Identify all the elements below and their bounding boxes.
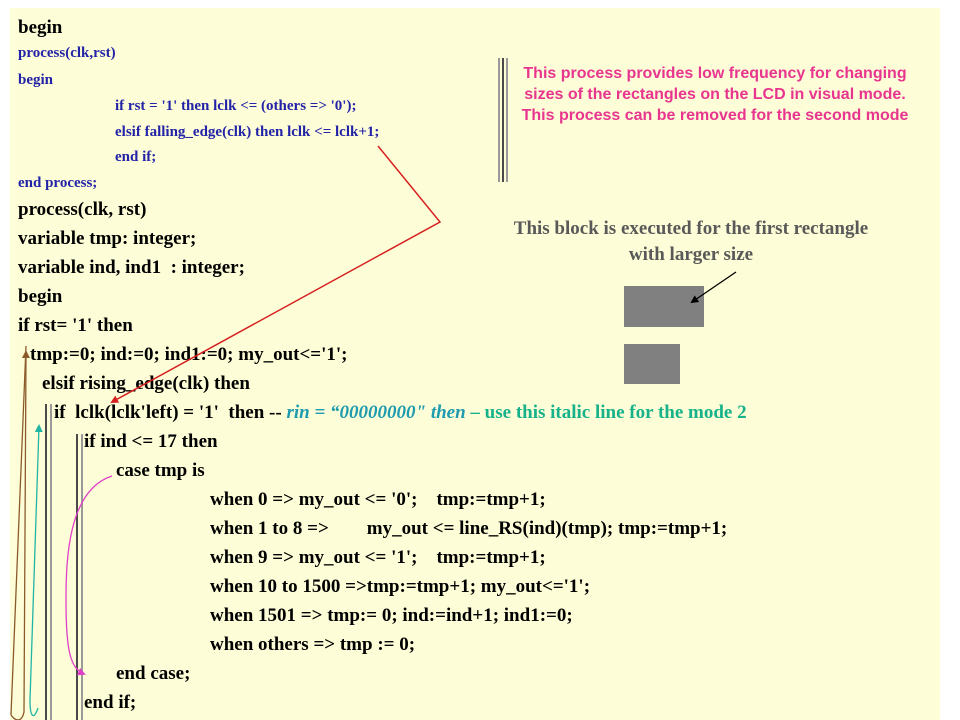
code-line-when-9: when 9 => my_out <= '1'; tmp:=tmp+1;	[210, 547, 546, 568]
note-low-frequency: This process provides low frequency for …	[521, 65, 909, 124]
magenta-loop	[65, 475, 113, 676]
code-line-when-10-1500: when 10 to 1500 =>tmp:=tmp+1; my_out<='1…	[210, 576, 591, 597]
note-first-rectangle: This block is executed for the first rec…	[513, 218, 869, 265]
code-segment-if-lclk: if lclk(lclk'left) = '1' then --	[54, 402, 287, 423]
code-line-case-tmp: case tmp is	[116, 460, 205, 481]
code-line-end-process: end process;	[18, 175, 98, 191]
code-line-begin-1: begin	[18, 17, 63, 38]
code-segment-rin-italic: rin = “00000000" then	[286, 402, 466, 423]
large-rectangle	[624, 286, 704, 327]
code-line-begin-3: begin	[18, 286, 63, 307]
code-line-var-ind: variable ind, ind1 : integer;	[18, 257, 245, 278]
code-line-end-if-2: end if;	[84, 692, 137, 713]
code-line-end-case: end case;	[116, 663, 191, 684]
small-rectangle	[624, 344, 680, 384]
code-line-process-main: process(clk, rst)	[18, 199, 147, 220]
code-line-var-tmp: variable tmp: integer;	[18, 228, 197, 249]
code-line-if-lclk: if lclk(lclk'left) = '1' then -- rin = “…	[54, 402, 747, 424]
code-line-when-1-8: when 1 to 8 => my_out <= line_RS(ind)(tm…	[210, 518, 728, 539]
code-line-if-rst-lclk: if rst = '1' then lclk <= (others => '0'…	[115, 98, 357, 114]
code-line-end-if-1: end if;	[115, 149, 157, 165]
code-line-if-rst: if rst= '1' then	[18, 315, 133, 336]
slide-background	[10, 8, 940, 720]
block-bar-1	[45, 404, 47, 720]
code-line-reset-assign: tmp:=0; ind:=0; ind1:=0; my_out<='1';	[30, 344, 348, 365]
code-line-elsif-falling: elsif falling_edge(clk) then lclk <= lcl…	[115, 124, 380, 140]
code-line-when-1501: when 1501 => tmp:= 0; ind:=ind+1; ind1:=…	[210, 605, 573, 626]
black-arrow	[690, 271, 737, 304]
code-line-when-0: when 0 => my_out <= '0'; tmp:=tmp+1;	[210, 489, 546, 510]
red-arrow	[110, 145, 442, 403]
block-bar-3	[76, 434, 78, 720]
code-line-if-ind: if ind <= 17 then	[84, 431, 218, 452]
code-segment-mode2-note: – use this italic line for the mode 2	[465, 402, 747, 423]
code-line-begin-2: begin	[18, 72, 54, 88]
block-bar-2	[50, 404, 52, 720]
code-line-process-lclk: process(clk,rst)	[18, 45, 116, 61]
brown-line	[10, 345, 27, 716]
cyan-loop	[29, 424, 43, 717]
block-bar-4	[81, 434, 83, 720]
code-line-when-others: when others => tmp := 0;	[210, 634, 416, 655]
